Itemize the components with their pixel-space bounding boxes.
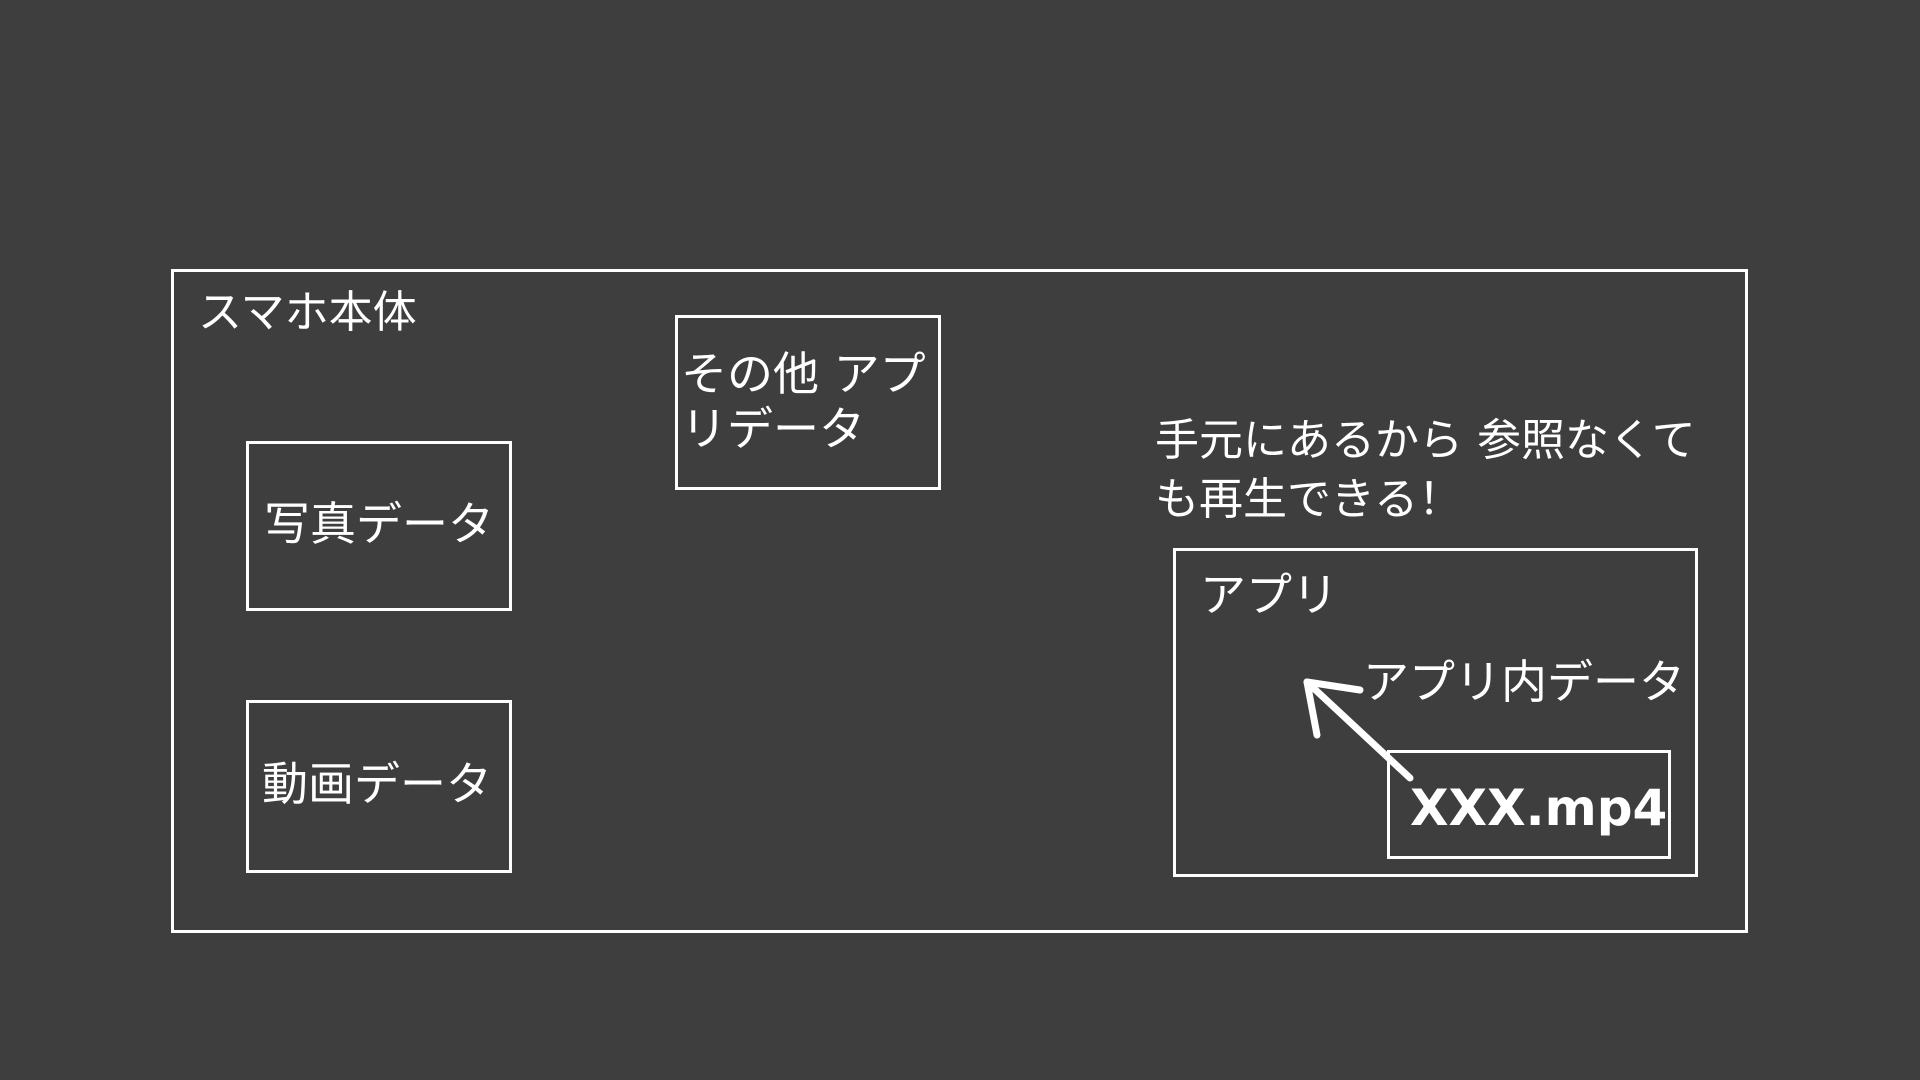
video-data-label: 動画データ <box>262 757 492 811</box>
file-name-label: XXX.mp4 <box>1410 779 1668 837</box>
video-data-box <box>246 700 512 873</box>
phone-body-label: スマホ本体 <box>198 287 417 338</box>
app-box <box>1173 548 1698 877</box>
photo-data-box <box>246 441 512 611</box>
other-app-data-box <box>675 315 941 490</box>
app-label: アプリ <box>1200 568 1338 622</box>
other-app-data-label: その他 アプリデータ <box>681 347 926 457</box>
app-internal-data-label: アプリ内データ <box>1363 655 1685 709</box>
phone-body-box <box>171 269 1748 933</box>
playback-note: 手元にあるから 参照なくても再生できる！ <box>1155 415 1696 526</box>
photo-data-label: 写真データ <box>264 497 494 551</box>
file-box <box>1387 750 1671 859</box>
